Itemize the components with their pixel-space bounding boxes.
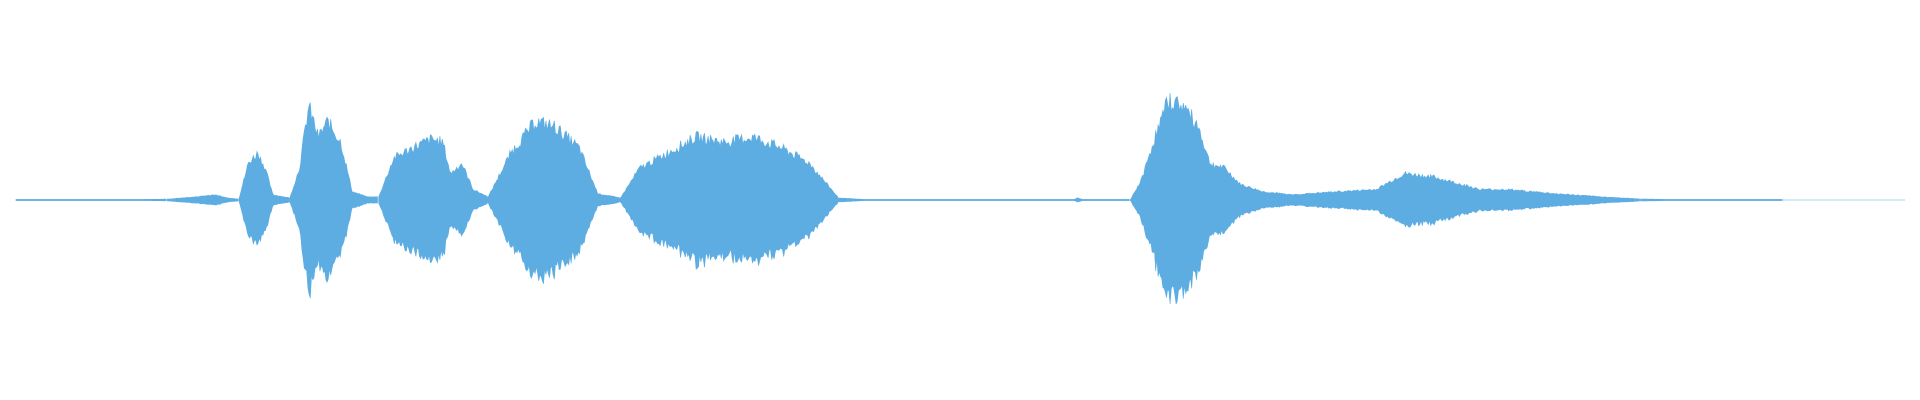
waveform-segment-syllable-1 [238, 150, 290, 246]
waveform-path [1262, 170, 1640, 228]
waveform-path [378, 134, 489, 264]
waveform-segment-syllable-6 [1130, 92, 1263, 305]
waveform-path [238, 150, 290, 246]
waveform-path [488, 116, 621, 285]
waveform-segment-syllable-2 [289, 102, 378, 299]
waveform-segment-tail [1262, 170, 1640, 228]
waveform-path [1130, 92, 1263, 305]
waveform-segment-syllable-4 [488, 116, 621, 285]
waveform-path [289, 102, 378, 299]
waveform-segment-syllable-3 [378, 134, 489, 264]
